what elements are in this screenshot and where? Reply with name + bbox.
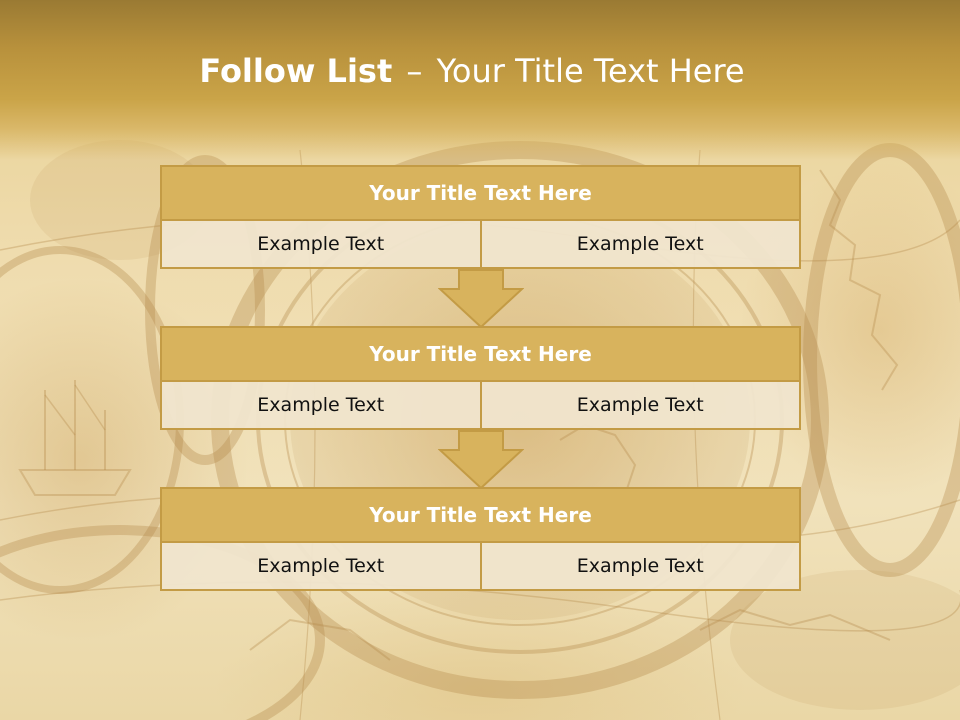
- block-cell-right: Example Text: [479, 219, 801, 269]
- block-cell-left: Example Text: [160, 219, 482, 269]
- block-title: Your Title Text Here: [160, 326, 801, 382]
- list-block-3: Your Title Text Here Example Text Exampl…: [160, 487, 801, 591]
- block-cell-right: Example Text: [479, 541, 801, 591]
- block-row: Example Text Example Text: [160, 380, 801, 430]
- title-bold-part: Follow List: [199, 52, 393, 90]
- block-cell-left: Example Text: [160, 541, 482, 591]
- down-arrow-icon: [438, 430, 524, 490]
- header-band: [0, 0, 960, 160]
- title-rest: Your Title Text Here: [436, 52, 745, 90]
- block-cell-left: Example Text: [160, 380, 482, 430]
- down-arrow-icon: [438, 269, 524, 329]
- block-title: Your Title Text Here: [160, 487, 801, 543]
- block-cell-right: Example Text: [479, 380, 801, 430]
- list-block-1: Your Title Text Here Example Text Exampl…: [160, 165, 801, 269]
- block-row: Example Text Example Text: [160, 541, 801, 591]
- slide-title: Follow List – Your Title Text Here: [0, 52, 944, 90]
- list-block-2: Your Title Text Here Example Text Exampl…: [160, 326, 801, 430]
- block-row: Example Text Example Text: [160, 219, 801, 269]
- block-title: Your Title Text Here: [160, 165, 801, 221]
- title-dash: –: [406, 52, 423, 90]
